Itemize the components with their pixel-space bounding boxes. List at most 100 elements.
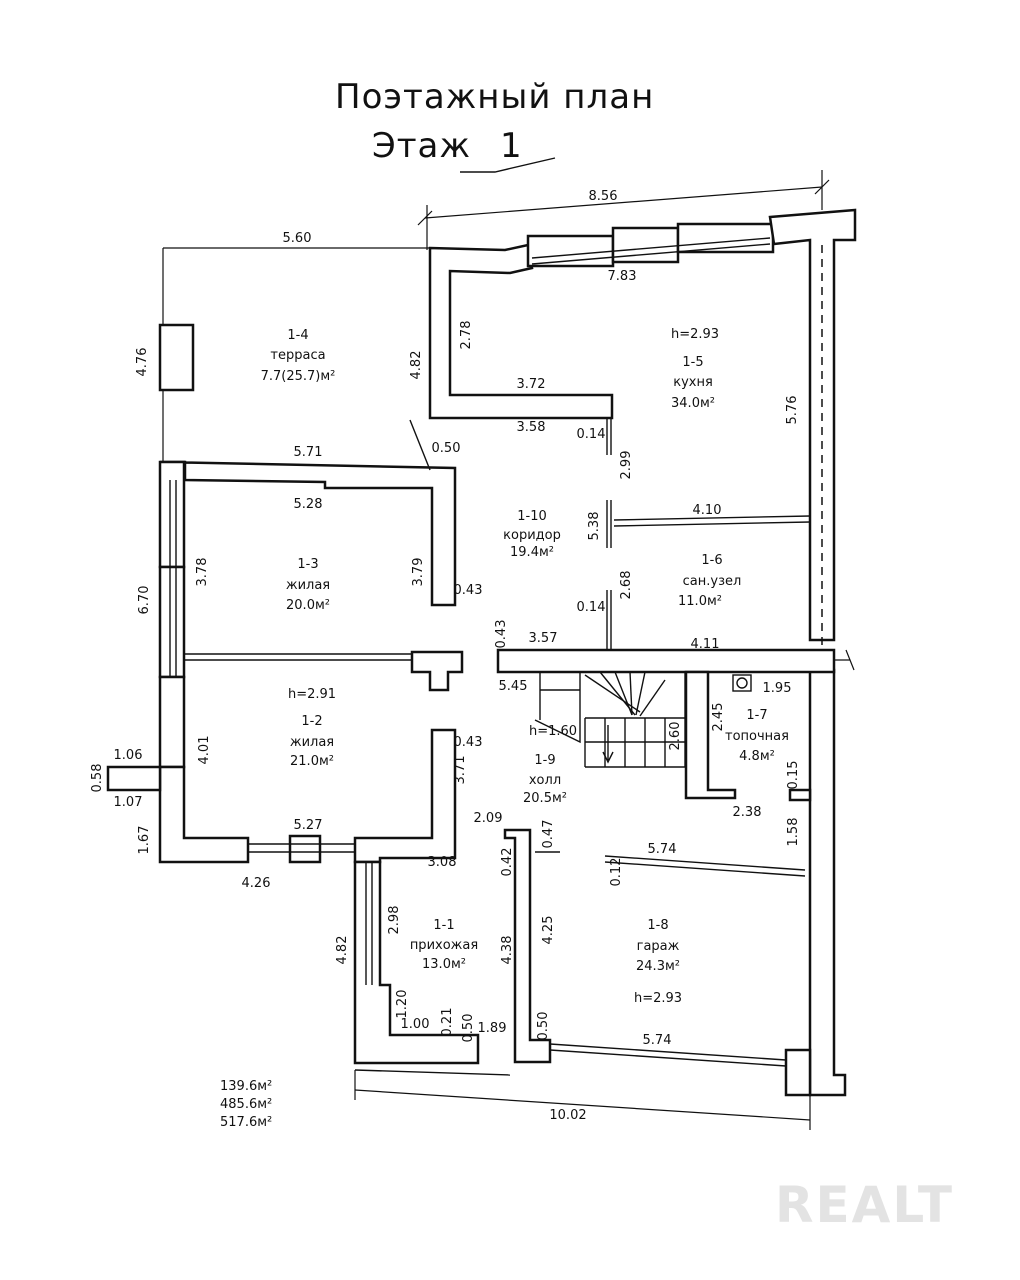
dim-label: 4.82 <box>335 936 350 965</box>
dim-label: 5.38 <box>587 512 602 541</box>
svg-text:1-8: 1-8 <box>647 918 668 933</box>
dim-label: 0.47 <box>541 820 556 849</box>
area-totals: 139.6м² 485.6м² 517.6м² <box>220 1079 272 1130</box>
svg-text:139.6м²: 139.6м² <box>220 1079 272 1094</box>
svg-text:34.0м²: 34.0м² <box>671 396 715 411</box>
garage-west-wall <box>503 828 552 1064</box>
east-wall-lower <box>808 668 847 1097</box>
room-1-10: 1-10 коридор 19.4м² <box>503 509 561 560</box>
dim-label: 0.50 <box>432 441 461 456</box>
room-1-4: 1-4 терраса 7.7(25.7)м² <box>261 328 336 384</box>
dim-label: 1.58 <box>786 818 801 847</box>
room-1-6: 1-6 сан.узел 11.0м² <box>678 553 741 609</box>
room-1-2-west-wall <box>158 765 250 864</box>
svg-text:1-3: 1-3 <box>297 557 318 572</box>
dim-label: 3.08 <box>428 855 457 870</box>
floor-underline <box>460 157 556 173</box>
dim-label: 2.78 <box>459 321 474 350</box>
dim-label: 4.10 <box>693 503 722 518</box>
boiler-room-wall <box>684 670 737 800</box>
dim-label: 0.14 <box>577 600 606 615</box>
svg-text:h=1.60: h=1.60 <box>529 724 577 739</box>
svg-text:1-4: 1-4 <box>287 328 308 343</box>
staircase <box>534 671 686 768</box>
svg-text:h=2.93: h=2.93 <box>634 991 682 1006</box>
dim-label: 1.07 <box>114 795 143 810</box>
dim-label: 1.95 <box>763 681 792 696</box>
room-1-3: 1-3 жилая 20.0м² <box>286 557 330 613</box>
room-1-1-walls <box>353 860 480 1065</box>
floor-label: Этаж <box>372 126 471 166</box>
dim-label: 0.43 <box>494 620 509 649</box>
dim-label: 0.15 <box>786 761 801 790</box>
svg-text:1-5: 1-5 <box>682 355 703 370</box>
corridor-south-wall <box>496 648 836 674</box>
porch-stub <box>106 765 162 792</box>
watermark-logo: REALT <box>775 1176 954 1234</box>
dim-label: 1.06 <box>114 748 143 763</box>
svg-text:21.0м²: 21.0м² <box>290 754 334 769</box>
svg-text:сан.узел: сан.узел <box>683 574 742 589</box>
dim-label: 3.58 <box>517 420 546 435</box>
svg-text:топочная: топочная <box>725 729 789 744</box>
dim-label: 3.72 <box>517 377 546 392</box>
svg-text:терраса: терраса <box>270 348 325 363</box>
dim-label: 1.20 <box>395 990 410 1019</box>
room-1-8: 1-8 гараж 24.3м² h=2.93 <box>634 918 682 1006</box>
svg-text:11.0м²: 11.0м² <box>678 594 722 609</box>
svg-text:h=2.91: h=2.91 <box>288 687 336 702</box>
svg-text:1-6: 1-6 <box>701 553 722 568</box>
svg-text:20.5м²: 20.5м² <box>523 791 567 806</box>
west-window <box>158 565 186 679</box>
east-wall-upper <box>768 208 857 642</box>
dimension-labels: 8.56 5.60 7.83 2.78 4.82 4.76 3.72 3.58 … <box>90 189 801 1123</box>
dim-label: 5.60 <box>283 231 312 246</box>
dim-label: 4.26 <box>242 876 271 891</box>
svg-text:19.4м²: 19.4м² <box>510 545 554 560</box>
svg-text:1-1: 1-1 <box>433 918 454 933</box>
svg-text:h=2.93: h=2.93 <box>671 327 719 342</box>
svg-text:517.6м²: 517.6м² <box>220 1115 272 1130</box>
dim-label: 1.00 <box>401 1017 430 1032</box>
dim-label: 4.76 <box>135 348 150 377</box>
dim-label: 4.25 <box>541 916 556 945</box>
dim-label: 10.02 <box>549 1108 586 1123</box>
svg-text:13.0м²: 13.0м² <box>422 957 466 972</box>
svg-text:1-7: 1-7 <box>746 708 767 723</box>
room-1-5: h=2.93 1-5 кухня 34.0м² <box>671 327 719 411</box>
dim-line-top <box>424 186 823 219</box>
dim-label: 5.71 <box>294 445 323 460</box>
dim-line-bottom <box>354 1089 811 1121</box>
dim-label: 0.50 <box>461 1014 476 1043</box>
svg-text:7.7(25.7)м²: 7.7(25.7)м² <box>261 369 336 384</box>
svg-text:гараж: гараж <box>637 939 680 954</box>
dim-label: 0.50 <box>536 1012 551 1041</box>
dim-label: 2.09 <box>474 811 503 826</box>
dim-label: 5.27 <box>294 818 323 833</box>
dim-label: 4.01 <box>197 736 212 765</box>
dim-label: 0.43 <box>454 735 483 750</box>
svg-text:коридор: коридор <box>503 528 561 543</box>
dim-label: 0.14 <box>577 427 606 442</box>
dim-label: 5.28 <box>294 497 323 512</box>
dim-label: 0.43 <box>454 583 483 598</box>
svg-text:кухня: кухня <box>673 375 713 390</box>
svg-text:1-2: 1-2 <box>301 714 322 729</box>
dim-label: 5.74 <box>648 842 677 857</box>
dim-label: 4.38 <box>500 936 515 965</box>
room-1-1: 1-1 прихожая 13.0м² <box>410 918 478 972</box>
dim-label: 2.45 <box>711 703 726 732</box>
svg-text:485.6м²: 485.6м² <box>220 1097 272 1112</box>
svg-text:24.3м²: 24.3м² <box>636 959 680 974</box>
dim-label: 0.21 <box>440 1008 455 1037</box>
dim-label: 1.67 <box>137 826 152 855</box>
dim-label: 8.56 <box>589 189 618 204</box>
svg-text:4.8м²: 4.8м² <box>739 749 775 764</box>
dim-label: 1.89 <box>478 1021 507 1036</box>
svg-text:20.0м²: 20.0м² <box>286 598 330 613</box>
floor-number: 1 <box>500 126 523 166</box>
partition-chimney <box>410 650 464 692</box>
dim-label: 2.38 <box>733 805 762 820</box>
dim-label: 3.71 <box>453 756 468 785</box>
